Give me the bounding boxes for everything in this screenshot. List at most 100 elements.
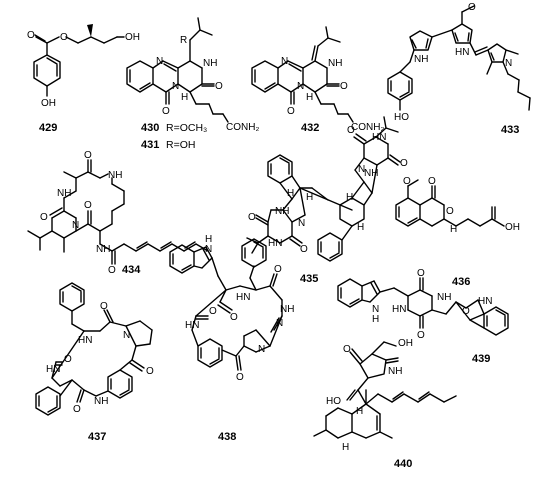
atom-h-indole: H (205, 234, 212, 245)
atom-o4: O (108, 265, 116, 276)
atom-o1: O (343, 344, 351, 355)
atom-oh: OH (398, 338, 413, 349)
atom-conh2: CONH₂ (351, 122, 384, 133)
atom-n2: N (276, 318, 283, 329)
atom-n1: N (281, 56, 288, 67)
r-group-label-431: R=OH (166, 139, 195, 151)
atom-o-ring: O (446, 206, 454, 217)
atom-nh1: NH (437, 292, 451, 303)
atom-n1: N (156, 56, 163, 67)
atom-n: N (258, 344, 265, 355)
compound-429: O O OH OH 429 (27, 24, 140, 134)
atom-n: N (123, 330, 130, 341)
atom-o2: O (146, 366, 154, 377)
atom-nh3: NH (96, 244, 110, 255)
atom-h-indole: H (372, 314, 379, 325)
atom-o3: O (347, 125, 355, 136)
atom-o-methoxy: O (468, 2, 476, 13)
atom-o2: O (274, 264, 282, 275)
atom-o-carbonyl: O (428, 176, 436, 187)
compound-number-429: 429 (39, 122, 57, 134)
atom-o1: O (287, 106, 295, 117)
atom-r: R (180, 35, 187, 46)
atom-nh3: NH (94, 396, 108, 407)
atom-o-ester: O (60, 32, 68, 43)
atom-h2: H (287, 188, 294, 199)
atom-h: H (450, 224, 457, 235)
atom-hn1: HN (268, 238, 282, 249)
atom-hn: HN (392, 304, 406, 315)
atom-o1: O (84, 150, 92, 161)
atom-nh: NH (328, 58, 342, 69)
compound-number-430: 430 (141, 122, 159, 134)
atom-o1: O (248, 212, 256, 223)
atom-h4: H (357, 222, 364, 233)
atom-o-carbonyl: O (27, 30, 35, 41)
atom-o4: O (236, 372, 244, 383)
atom-h: H (181, 92, 188, 103)
atom-oh: OH (505, 222, 520, 233)
atom-hn1: HN (236, 292, 250, 303)
atom-h1: H (356, 406, 363, 417)
atom-ho: HO (394, 112, 409, 123)
compound-440: O OH NH HO H H 440 (313, 338, 457, 470)
compound-436: O O O H OH 436 (395, 176, 520, 288)
compound-432: N N NH O O H CONH₂ 432 (251, 26, 384, 134)
atom-o-methoxy: O (403, 176, 411, 187)
atom-h: H (306, 92, 313, 103)
compound-number-432: 432 (301, 122, 319, 134)
compound-number-431: 431 (141, 139, 159, 151)
atom-hn-oxindole: HN (478, 296, 492, 307)
atom-n-pyrrole3: N (505, 58, 512, 69)
atom-n2: N (172, 81, 179, 92)
atom-o3: O (64, 354, 72, 365)
atom-hn2: HN (372, 132, 386, 143)
atom-nh3: NH (280, 304, 294, 315)
atom-o3: O (84, 200, 92, 211)
atom-nh-pyrrole1: NH (414, 54, 428, 65)
atom-o1: O (417, 268, 425, 279)
compound-433: O HN NH N HO 433 (387, 2, 531, 136)
atom-o2: O (40, 212, 48, 223)
atom-nh1: NH (108, 170, 122, 181)
compound-430-431: N N NH R O O H CONH₂ 430 R=OCH₃ 431 R=OH (126, 17, 259, 151)
atom-n1: N (298, 218, 305, 229)
atom-h1: H (306, 192, 313, 203)
atom-ho: HO (326, 396, 341, 407)
atom-nh: NH (203, 58, 217, 69)
atom-o2: O (215, 81, 223, 92)
atom-o1: O (230, 312, 238, 323)
compound-number-436: 436 (452, 276, 470, 288)
atom-n2: N (297, 81, 304, 92)
atom-oh-alcohol: OH (125, 32, 140, 43)
atom-nh: NH (388, 366, 402, 377)
compound-434: O NH NH O N O NH O 434 (27, 150, 209, 276)
compound-435: NH N O O HN H H O NH N O HN H H 435 (246, 116, 408, 285)
atom-nh-pyrrole2: HN (455, 47, 469, 58)
atom-nh2: NH (57, 188, 71, 199)
compound-number-438: 438 (218, 431, 236, 443)
compound-number-437: 437 (88, 431, 106, 443)
atom-n-indole: N (205, 244, 212, 255)
compound-number-434: 434 (122, 264, 141, 276)
atom-nh2: NH (364, 168, 378, 179)
compound-number-435: 435 (300, 273, 318, 285)
atom-o3: O (209, 306, 217, 317)
atom-conh2: CONH₂ (226, 122, 259, 133)
atom-n3: N (358, 164, 365, 175)
atom-o2: O (340, 81, 348, 92)
compound-number-440: 440 (394, 458, 412, 470)
compound-439: N H O NH O HN O HN 439 (337, 268, 509, 365)
atom-hn2: HN (46, 364, 60, 375)
atom-n: N (72, 220, 79, 231)
atom-o1: O (100, 301, 108, 312)
compound-number-439: 439 (472, 353, 490, 365)
atom-o1: O (162, 106, 170, 117)
atom-hn: HN (185, 320, 199, 331)
atom-h2: H (342, 442, 349, 453)
r-group-label-430: R=OCH₃ (166, 122, 207, 134)
atom-oh-phenol: OH (41, 98, 56, 109)
atom-nh1: NH (275, 206, 289, 217)
atom-n-indole: N (372, 304, 379, 315)
compound-437: O HN N O HN NH O O 437 (35, 282, 154, 443)
